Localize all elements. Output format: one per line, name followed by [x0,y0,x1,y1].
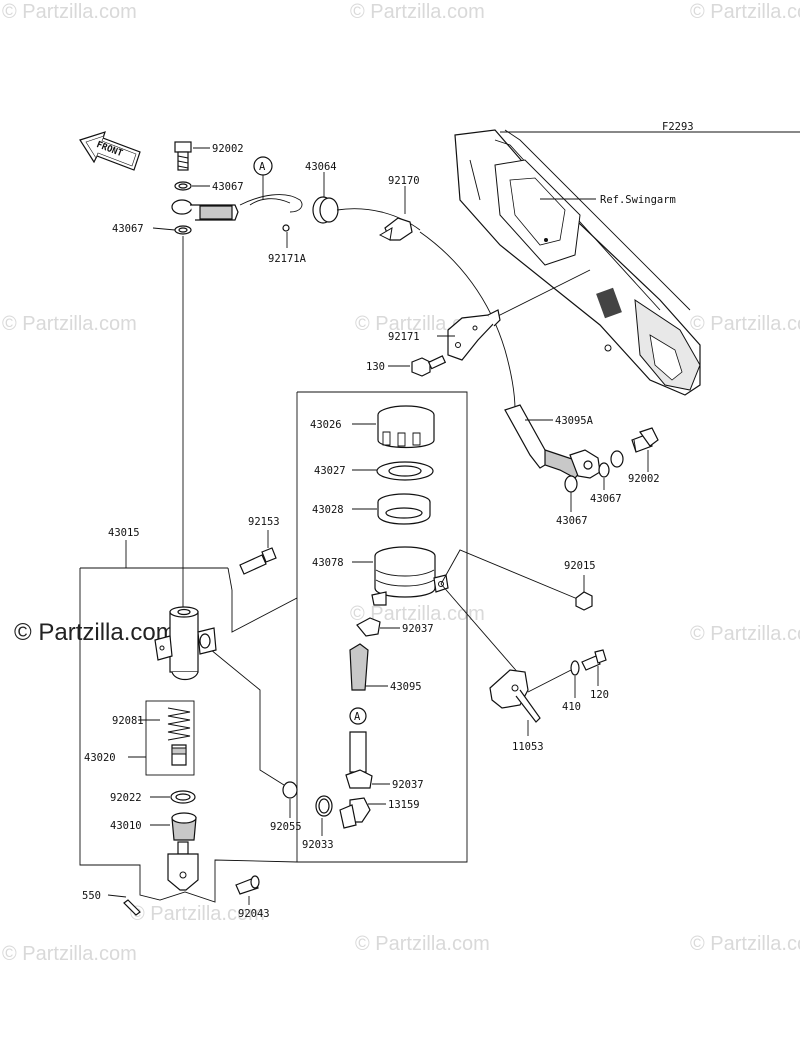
figure-code: F2293 [662,121,694,133]
watermark: © Partzilla.com [355,933,490,955]
part-label: 43026 [310,419,342,431]
bolt-92002-right [631,427,659,453]
watermark: © Partzilla.com [350,1,485,23]
part-label: 43027 [314,465,346,477]
part-label: 92055 [270,821,302,833]
part-label: 43067 [556,515,588,527]
watermark: © Partzilla.com [690,313,800,335]
part-label: 43067 [590,493,622,505]
nut-92015 [575,591,593,611]
hose-43095a [504,404,624,493]
part-label: 410 [562,701,581,713]
part-label: 92015 [564,560,596,572]
part-label: 130 [366,361,385,373]
part-label: 43095 [390,681,422,693]
watermarks: © Partzilla.com © Partzilla.com © Partzi… [2,1,800,965]
circlip-92033 [315,795,333,817]
callout-a-bottom: A [354,711,361,723]
diaphragm-plate-43027 [376,461,434,481]
front-arrow-icon: FRONT [79,131,141,171]
part-label: 92037 [392,779,424,791]
part-label: 92002 [628,473,660,485]
master-cylinder-body [154,606,217,681]
pin-92043 [235,875,260,895]
watermark: © Partzilla.com [690,1,800,23]
diaphragm-43028 [377,493,431,525]
hose-43095: A [339,617,381,829]
circlip-92022 [170,790,196,804]
part-label: 43015 [108,527,140,539]
callout-a-top: A [259,161,266,173]
part-label: 120 [590,689,609,701]
part-label: 43020 [84,752,116,764]
part-label: 92171A [268,253,307,265]
watermark: © Partzilla.com [2,943,137,965]
part-label: 550 [82,890,101,902]
watermark: © Partzilla.com [690,623,800,645]
part-label: 43067 [212,181,244,193]
part-label: 92002 [212,143,244,155]
part-label: 92081 [112,715,144,727]
watermark: © Partzilla.com [2,313,137,335]
bolt-130 [411,355,447,377]
part-label: 92022 [110,792,142,804]
spring-92081 [167,707,191,766]
part-label: 92171 [388,331,420,343]
part-label: 43078 [312,557,344,569]
clevis [167,841,199,891]
bolt-92153 [239,547,277,575]
part-label: 43095A [555,415,594,427]
ref-swingarm-label: Ref.Swingarm [600,194,676,206]
part-label: 11053 [512,741,544,753]
part-label: 43064 [305,161,337,173]
watermark-brand: © Partzilla.com [14,619,176,646]
part-label: 92033 [302,839,334,851]
part-label: 92043 [238,908,270,920]
reservoir-43078 [371,546,449,606]
bracket-11053 [489,669,541,723]
washer-410 [570,660,580,676]
bolt-120 [581,649,607,671]
cotter-pin-550 [123,899,141,916]
part-label: 13159 [388,799,420,811]
watermark: © Partzilla.com [690,933,800,955]
clamp-92171 [447,309,501,361]
part-label: 92037 [402,623,434,635]
watermark: © Partzilla.com [2,1,137,23]
part-label: 92153 [248,516,280,528]
part-label: 92170 [388,175,420,187]
part-label: 43067 [112,223,144,235]
swingarm-illustration: Ref.Swingarm [454,129,800,396]
top-banjo-assembly: A [171,141,421,241]
watermark: © Partzilla.com [350,603,485,625]
oring-92055 [282,781,298,799]
dust-boot-43010 [171,812,197,841]
part-label: 43010 [110,820,142,832]
part-label: 43028 [312,504,344,516]
reservoir-cap-43026 [377,405,435,449]
watermark: © Partzilla.com [130,903,265,925]
